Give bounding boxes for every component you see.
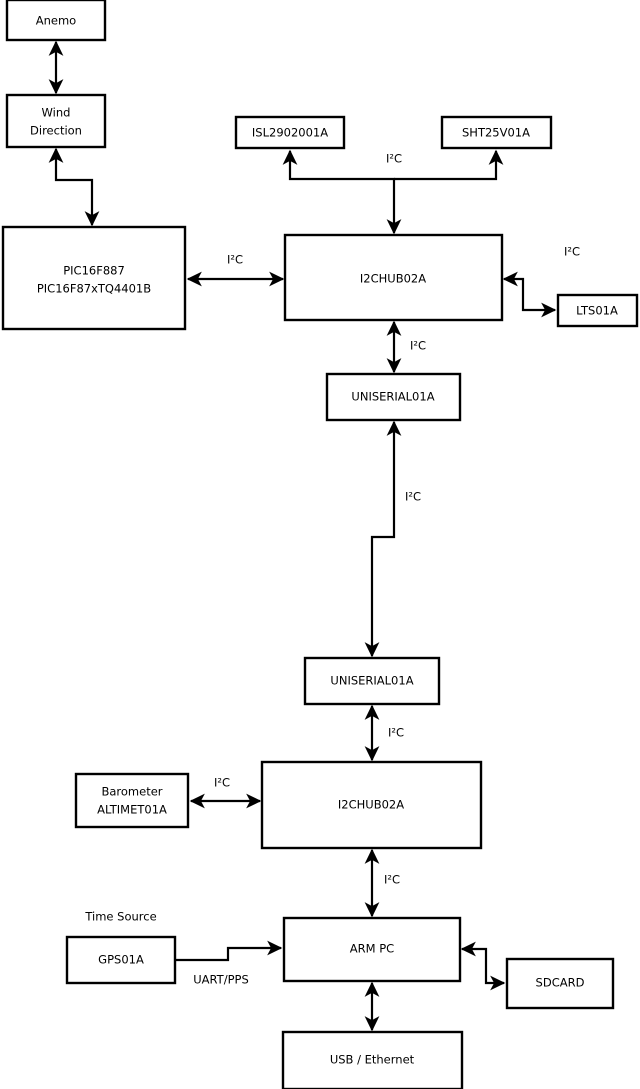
free-label-layer: Time Source xyxy=(84,910,156,924)
node-gps01a-label: GPS01A xyxy=(98,953,144,967)
node-i2chub02a-bottom-label: I2CHUB02A xyxy=(338,798,404,812)
node-lts01a-label: LTS01A xyxy=(576,304,618,318)
node-barometer[interactable]: Barometer ALTIMET01A xyxy=(74,772,190,829)
node-arm-pc[interactable]: ARM PC xyxy=(282,916,462,983)
node-uniserial01a-upper[interactable]: UNISERIAL01A xyxy=(325,372,462,422)
node-pic-mcu-label-line1: PIC16F887 xyxy=(63,264,125,278)
node-anemo-label: Anemo xyxy=(36,14,76,28)
node-wind-direction-label-line1: Wind xyxy=(42,106,71,120)
node-sdcard-label: SDCARD xyxy=(536,976,585,990)
node-usb-ethernet[interactable]: USB / Ethernet xyxy=(281,1030,464,1089)
node-sht25v01a[interactable]: SHT25V01A xyxy=(440,115,553,150)
edge-label-i2c-hub-lts: I²C xyxy=(564,245,580,259)
node-arm-pc-label: ARM PC xyxy=(350,942,394,956)
node-i2chub02a-bottom[interactable]: I2CHUB02A xyxy=(260,760,483,850)
connector-pic-winddirection xyxy=(48,147,100,227)
connector-uniserial1-uniserial2 xyxy=(364,420,402,658)
connector-hubtop-lts-in xyxy=(502,271,557,318)
edge-label-i2c-pic-hub: I²C xyxy=(227,253,243,267)
node-barometer-label-line2: ALTIMET01A xyxy=(97,803,167,817)
node-i2chub02a-top-label: I2CHUB02A xyxy=(360,272,426,286)
node-wind-direction[interactable]: Wind Direction xyxy=(5,93,107,149)
connector-bus-sht xyxy=(394,149,504,181)
connector-armpc-sdcard xyxy=(460,941,506,991)
node-gps01a[interactable]: GPS01A xyxy=(65,935,177,985)
node-lts01a[interactable]: LTS01A xyxy=(556,293,639,328)
edge-label-uart-pps: UART/PPS xyxy=(193,973,249,987)
edge-label-i2c-hub-armpc: I²C xyxy=(384,873,400,887)
node-sdcard[interactable]: SDCARD xyxy=(505,957,615,1010)
edge-label-i2c-hub-sensors: I²C xyxy=(386,152,402,166)
edge-label-i2c-uniserial2-hub: I²C xyxy=(388,726,404,740)
node-barometer-label-line1: Barometer xyxy=(101,785,162,799)
edge-label-i2c-barometer-hub: I²C xyxy=(214,776,230,790)
connector-layer xyxy=(48,40,557,1032)
edge-label-i2c-uniserial-link: I²C xyxy=(405,490,421,504)
node-isl2902001a[interactable]: ISL2902001A xyxy=(234,115,346,150)
node-anemo[interactable]: Anemo xyxy=(5,0,107,42)
connector-hubtop-bus xyxy=(282,149,402,235)
node-pic-mcu[interactable]: PIC16F887 PIC16F87xTQ4401B xyxy=(1,225,187,331)
node-i2chub02a-top[interactable]: I2CHUB02A xyxy=(283,233,504,322)
node-uniserial01a-upper-label: UNISERIAL01A xyxy=(351,390,434,404)
node-pic-mcu-label-line2: PIC16F87xTQ4401B xyxy=(37,282,151,296)
node-uniserial01a-lower[interactable]: UNISERIAL01A xyxy=(303,656,441,706)
node-usb-ethernet-label: USB / Ethernet xyxy=(330,1053,415,1067)
edge-label-i2c-hub-uniserial1: I²C xyxy=(410,339,426,353)
label-time-source: Time Source xyxy=(84,910,156,924)
edge-label-layer: I²C I²C I²C I²C I²C I²C I²C I²C UART/PPS xyxy=(193,152,580,987)
node-wind-direction-label-line2: Direction xyxy=(30,124,82,138)
node-isl2902001a-label: ISL2902001A xyxy=(252,126,328,140)
node-uniserial01a-lower-label: UNISERIAL01A xyxy=(330,674,413,688)
connector-gps-armpc xyxy=(175,940,283,962)
node-sht25v01a-label: SHT25V01A xyxy=(462,126,530,140)
